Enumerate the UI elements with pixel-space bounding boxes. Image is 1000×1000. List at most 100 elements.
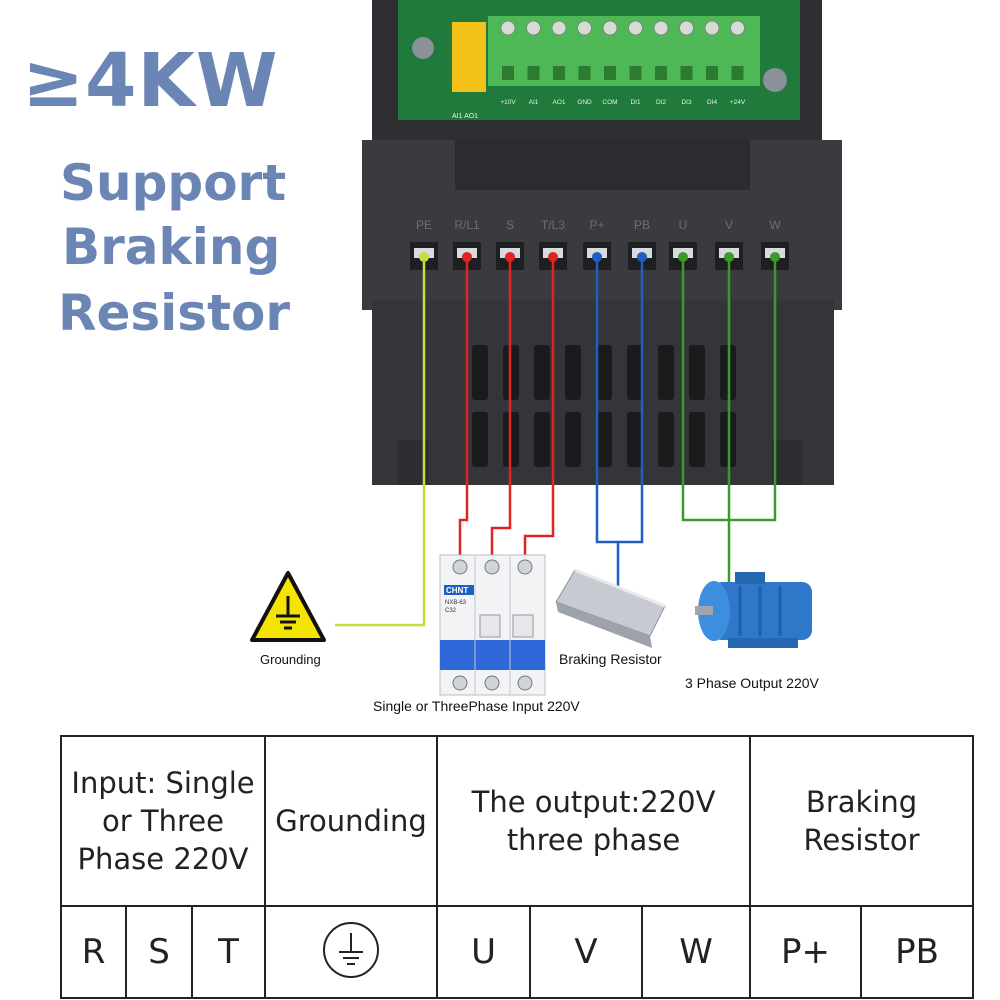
vent-slot	[472, 412, 488, 467]
terminal-label: P+	[589, 218, 604, 232]
breaker-brand: CHNT	[446, 586, 468, 595]
terminal-w: W	[641, 905, 752, 999]
header-output-line-2: three phase	[506, 823, 681, 857]
control-socket	[731, 66, 744, 80]
control-label: DI1	[630, 99, 641, 106]
control-socket	[604, 66, 616, 80]
board-screw	[763, 68, 787, 92]
control-screw	[551, 20, 567, 36]
control-label: COM	[602, 99, 617, 106]
braking-resistor	[555, 568, 666, 648]
inverter-device: +10V AI1 AO1 GND COM DI1 DI2 DI3 DI4 +24V AI1 AO1…	[362, 0, 842, 485]
vent-slot	[658, 345, 674, 400]
control-screw	[526, 20, 541, 36]
terminal-s: S	[125, 905, 193, 999]
vent-slot	[534, 345, 550, 400]
control-socket	[680, 66, 693, 80]
control-socket	[502, 66, 514, 80]
terminal-label: R/L1	[454, 218, 480, 232]
ground-icon	[323, 921, 380, 978]
control-socket	[655, 66, 667, 80]
headline-line-3: Resistor	[58, 284, 290, 342]
vent-slot	[596, 345, 612, 400]
terminal-label: W	[769, 218, 781, 232]
control-label: AO1	[552, 99, 565, 106]
terminal-r: R	[60, 905, 127, 999]
control-socket	[578, 66, 591, 80]
terminal-ground	[264, 905, 439, 999]
header-output: The output:220V three phase	[436, 735, 752, 907]
headline-line-1: Support	[60, 154, 287, 212]
caption-braking-resistor: Braking Resistor	[559, 651, 662, 667]
control-socket	[706, 66, 718, 80]
breaker-rating: C32	[445, 608, 457, 614]
vent-slot	[689, 345, 705, 400]
header-input-line-3: Phase 220V	[77, 842, 249, 876]
header-input-line-2: or Three	[102, 804, 224, 838]
vent-slot	[565, 412, 581, 467]
header-input: Input: Single or Three Phase 220V	[59, 735, 267, 907]
control-screw	[704, 20, 720, 36]
control-socket	[553, 66, 565, 80]
terminal-label: S	[506, 218, 514, 232]
terminal-v: V	[529, 905, 644, 999]
control-label: DI4	[707, 99, 718, 106]
headline: ≥4KW Support Braking Resistor	[0, 0, 330, 360]
control-label: +24V	[730, 99, 746, 106]
control-label: +10V	[500, 99, 516, 106]
caption-motor: 3 Phase Output 220V	[685, 675, 819, 691]
grounding-warning-icon	[250, 571, 326, 642]
switch-label: AI1 AO1	[452, 113, 478, 120]
caption-breaker: Single or ThreePhase Input 220V	[373, 698, 580, 714]
vent-slot	[658, 412, 674, 467]
vent-slot	[472, 345, 488, 400]
terminal-label: PB	[634, 218, 650, 232]
headline-line-2: Braking	[62, 218, 281, 276]
terminal-t: T	[190, 905, 267, 999]
control-screw	[500, 20, 516, 36]
header-braking: Braking Resistor	[749, 735, 975, 907]
circuit-breaker: CHNT NXB-63 C32	[439, 554, 546, 696]
brake-wire	[595, 255, 644, 544]
header-output-line-1: The output:220V	[471, 785, 716, 819]
control-socket	[629, 66, 642, 80]
terminal-label: U	[679, 218, 688, 232]
terminal-label: T/L3	[541, 218, 565, 232]
terminal-u: U	[436, 905, 532, 999]
wires	[335, 255, 777, 627]
input-wire-r	[458, 255, 469, 565]
terminal-table: Input: Single or Three Phase 220V Ground…	[59, 735, 975, 999]
wire-dot	[419, 252, 429, 262]
control-screw	[628, 20, 643, 36]
jumper-switch	[452, 22, 486, 92]
vent-slot	[565, 345, 581, 400]
header-braking-line-1: Braking	[805, 785, 918, 819]
vent-slot	[627, 345, 643, 400]
control-label: DI2	[656, 99, 667, 106]
headline-power: ≥4KW	[22, 38, 279, 124]
wiring-diagram: +10V AI1 AO1 GND COM DI1 DI2 DI3 DI4 +24V AI1 AO1…	[250, 0, 842, 696]
control-screw	[679, 20, 694, 36]
vent-slot	[627, 412, 643, 467]
board-screw	[412, 37, 434, 59]
control-screw	[730, 20, 745, 36]
header-braking-line-2: Resistor	[803, 823, 920, 857]
terminal-label: V	[725, 218, 733, 232]
terminal-pb: PB	[860, 905, 975, 999]
input-wire-t	[523, 255, 555, 565]
control-label: AI1	[529, 99, 539, 106]
terminal-p-plus: P+	[749, 905, 863, 999]
control-label: DI3	[681, 99, 692, 106]
vent-slot	[689, 412, 705, 467]
caption-grounding: Grounding	[260, 652, 321, 667]
header-input-line-1: Input: Single	[71, 766, 255, 800]
control-socket	[527, 66, 540, 80]
vent-slot	[534, 412, 550, 467]
header-grounding: Grounding	[264, 735, 439, 907]
ground-wire	[335, 262, 426, 627]
control-label: GND	[577, 99, 592, 106]
vent-slot	[596, 412, 612, 467]
control-screw	[653, 20, 669, 36]
input-wire-s	[490, 255, 512, 565]
breaker-model: NXB-63	[445, 600, 467, 606]
